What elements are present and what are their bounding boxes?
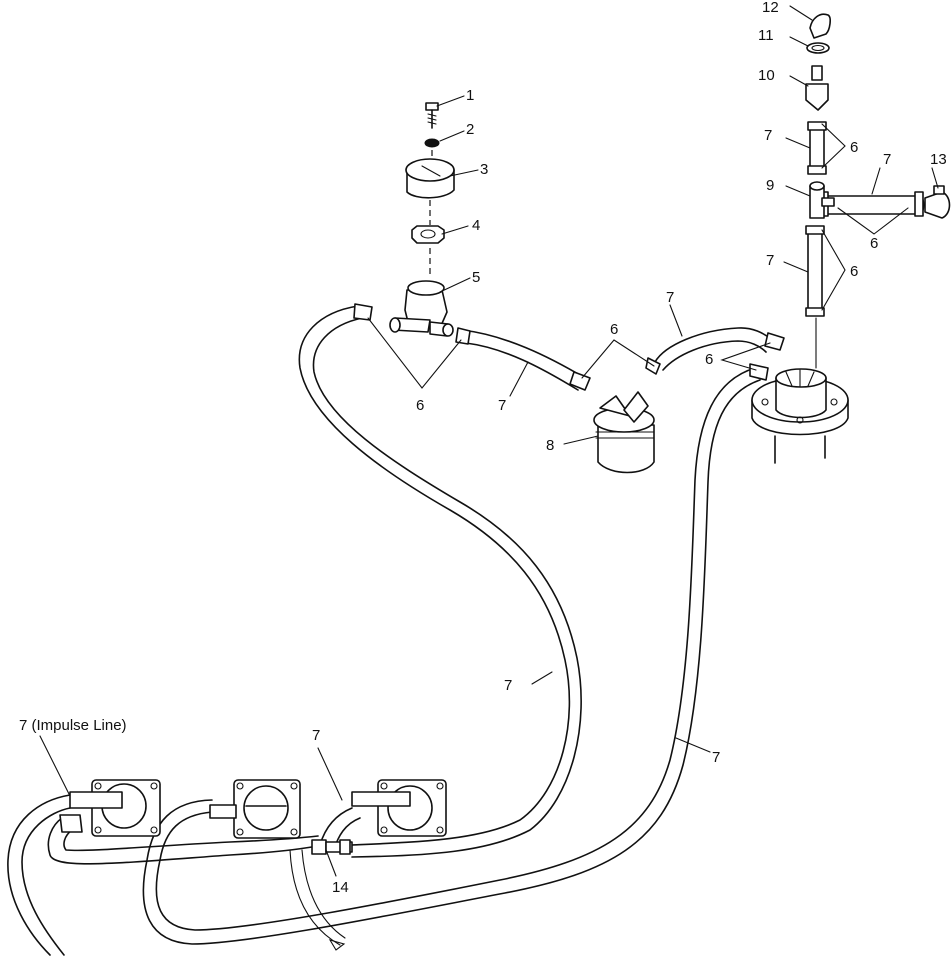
label-7-regulator-hose: 7: [498, 397, 506, 414]
check-valve: [805, 65, 829, 111]
hose-impulse-line: [7, 794, 319, 956]
label-14: 14: [332, 879, 349, 896]
hose-regulator-to-filter: [461, 329, 586, 391]
label-3: 3: [480, 161, 488, 178]
label-7-lower: 7: [766, 252, 774, 269]
callout-labels: 1 2 3 4 5 6 6 6 6 6 6 7 7 7 7 7 7 7 7 7 …: [19, 0, 947, 896]
tee-fitting-carb: [311, 839, 353, 855]
hose-top-side-segment: [824, 195, 925, 215]
label-11: 11: [758, 27, 774, 44]
label-7-carb: 7: [312, 727, 320, 744]
washer: [424, 138, 440, 148]
hose-pump-to-carburetors: [142, 367, 761, 945]
engine-outline: [289, 849, 346, 951]
lock-nut: [411, 225, 445, 244]
fuel-filter: [593, 391, 655, 474]
label-1: 1: [466, 87, 474, 104]
hose-top-segment-2: [807, 231, 823, 313]
carburetor-3: [351, 779, 447, 837]
label-9: 9: [766, 177, 774, 194]
label-7-filter-hose: 7: [666, 289, 674, 306]
label-6-top: 6: [850, 139, 858, 156]
hose-left-loop: [298, 305, 582, 858]
primer-bulb: [924, 185, 951, 219]
label-7-impulse-line: 7 (Impulse Line): [19, 717, 127, 734]
pressure-regulator: [389, 280, 454, 337]
label-2: 2: [466, 121, 474, 138]
screw: [425, 102, 439, 129]
label-12: 12: [762, 0, 779, 16]
label-5: 5: [472, 269, 480, 286]
label-4: 4: [472, 217, 480, 234]
clamp-fitting: [353, 121, 924, 391]
label-7-return: 7: [712, 749, 720, 766]
elbow-fitting: [809, 13, 831, 39]
label-6-side: 6: [870, 235, 878, 252]
carburetor-2: [209, 779, 301, 839]
label-6-regulator: 6: [416, 397, 424, 414]
carburetor-1: [59, 779, 161, 837]
label-8: 8: [546, 437, 554, 454]
label-7-side: 7: [883, 151, 891, 168]
label-7-loop: 7: [504, 677, 512, 694]
label-10: 10: [758, 67, 775, 84]
hose-clamp-ring: [806, 42, 830, 54]
leader-lines: [39, 5, 939, 877]
tee-fitting: [809, 181, 835, 219]
label-7-top: 7: [764, 127, 772, 144]
label-6-lower: 6: [850, 263, 858, 280]
regulator-cap: [405, 158, 455, 199]
fuel-pump-flange: [751, 317, 849, 464]
label-6-filter: 6: [610, 321, 618, 338]
label-13: 13: [930, 151, 947, 168]
label-6-pump: 6: [705, 351, 713, 368]
